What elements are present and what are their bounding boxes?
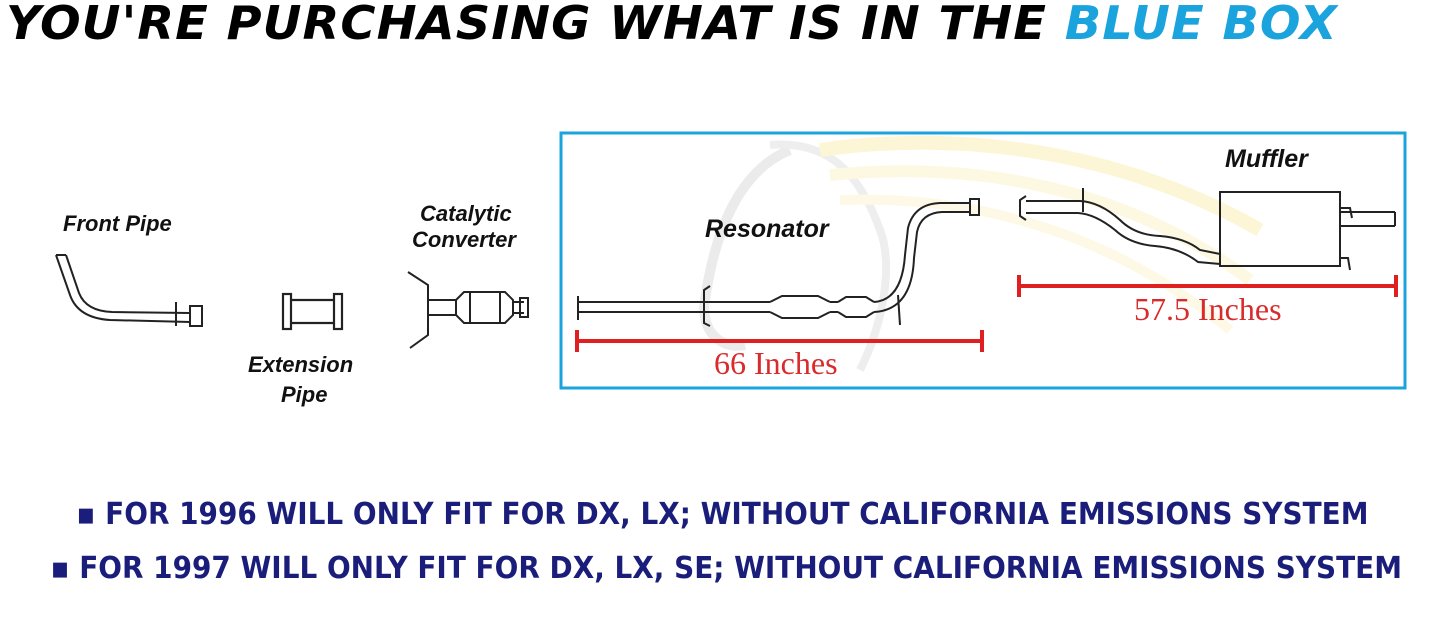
front-pipe-label: Front Pipe xyxy=(63,211,172,236)
muffler-dimension-label: 57.5 Inches xyxy=(1134,291,1282,327)
muffler-label: Muffler xyxy=(1225,145,1309,173)
fitment-note-1996: ▪ FOR 1996 WILL ONLY FIT FOR DX, LX; WIT… xyxy=(76,497,1369,532)
headline: YOU'RE PURCHASING WHAT IS IN THE BLUE BO… xyxy=(6,0,1338,50)
resonator-dimension-line xyxy=(575,330,984,352)
fitment-notes: ▪ FOR 1996 WILL ONLY FIT FOR DX, LX; WIT… xyxy=(0,488,1445,596)
muffler-dimension-line xyxy=(1017,275,1398,297)
front-pipe xyxy=(55,254,203,327)
headline-prefix: YOU'RE PURCHASING WHAT IS IN THE xyxy=(6,0,1047,50)
catalytic-converter-label-line1: Catalytic xyxy=(420,201,512,226)
muffler-assembly xyxy=(1019,188,1396,271)
extension-pipe-label-line2: Pipe xyxy=(281,382,327,407)
extension-pipe xyxy=(281,292,344,331)
catalytic-converter xyxy=(407,271,529,349)
blue-box xyxy=(559,131,1407,390)
watermark-logo xyxy=(699,135,1264,372)
resonator-dimension-label: 66 Inches xyxy=(714,345,838,381)
fitment-note-1997: ▪ FOR 1997 WILL ONLY FIT FOR DX, LX, SE;… xyxy=(50,551,1402,586)
resonator-label: Resonator xyxy=(705,215,830,243)
catalytic-converter-label-line2: Converter xyxy=(412,227,517,252)
extension-pipe-label-line1: Extension xyxy=(248,352,353,377)
resonator-assembly xyxy=(577,198,980,327)
headline-highlight: BLUE BOX xyxy=(1064,0,1338,50)
